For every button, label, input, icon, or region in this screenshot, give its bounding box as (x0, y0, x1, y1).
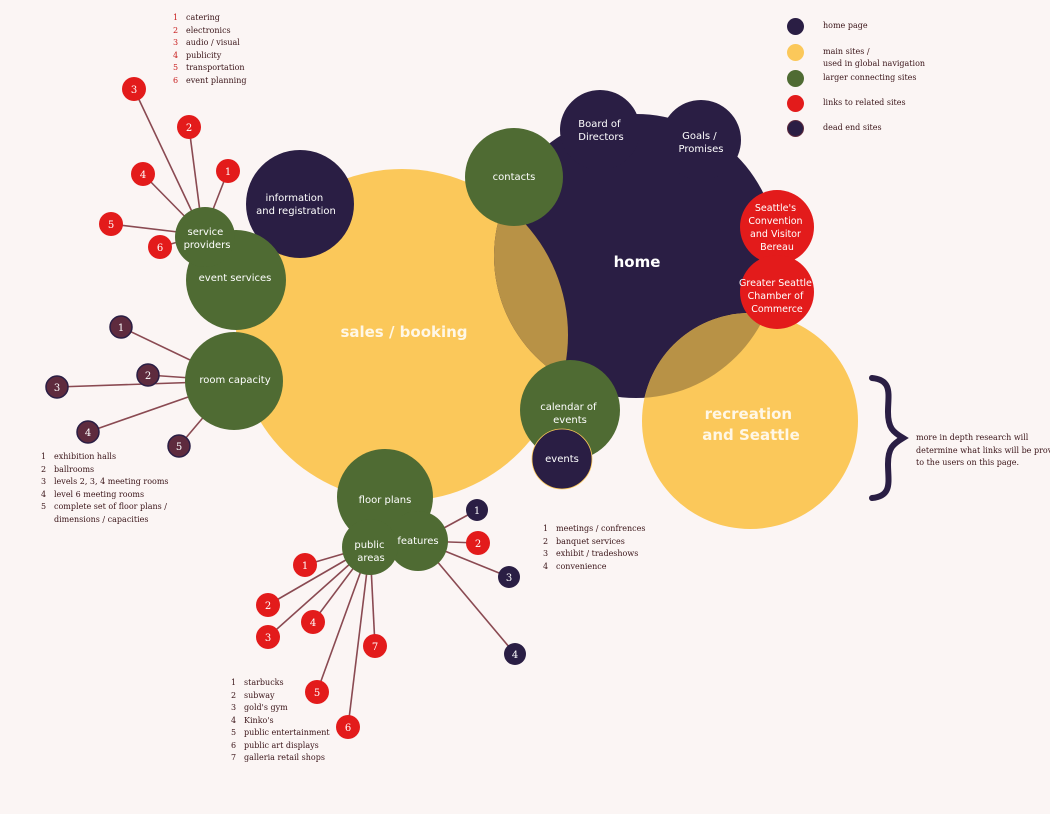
svg-text:4: 4 (85, 428, 91, 439)
public-area-node-2[interactable]: 2 (256, 593, 280, 617)
public-area-node-5[interactable]: 5 (305, 680, 329, 704)
svg-text:5: 5 (108, 220, 114, 231)
public-areas-circle[interactable] (342, 519, 398, 575)
service-provider-node-4[interactable]: 4 (131, 162, 155, 186)
svg-text:2: 2 (186, 123, 192, 134)
events-circle[interactable] (531, 428, 593, 490)
legend-item-home: home page (787, 18, 868, 35)
room-capacity-node-4[interactable]: 4 (76, 420, 100, 444)
svg-text:4: 4 (512, 650, 518, 661)
board-circle[interactable] (560, 90, 640, 170)
public-area-node-4[interactable]: 4 (301, 610, 325, 634)
contacts-circle[interactable] (465, 128, 563, 226)
public-areas-label: public areas (354, 540, 387, 564)
svg-text:1: 1 (302, 561, 308, 572)
home-recreation-overlap (642, 313, 778, 398)
public-area-node-3[interactable]: 3 (256, 625, 280, 649)
feature-node-1[interactable]: 1 (466, 499, 488, 521)
info-registration-circle[interactable] (246, 150, 354, 258)
home-label: home (614, 253, 661, 271)
legend-dot-icon (787, 70, 804, 87)
recreation-label: recreation and Seattle (702, 405, 800, 444)
svg-text:4: 4 (310, 618, 316, 629)
svg-text:2: 2 (145, 371, 151, 382)
feature-node-4[interactable]: 4 (504, 643, 526, 665)
svg-text:3: 3 (506, 573, 512, 584)
goals-label: Goals / Promises (679, 131, 724, 155)
floor-plans-label: floor plans (359, 495, 412, 506)
svg-text:7: 7 (372, 642, 378, 653)
curly-brace (869, 375, 909, 501)
room-capacity-node-3[interactable]: 3 (45, 375, 69, 399)
contacts-label: contacts (493, 172, 536, 183)
seattle-cvb-circle[interactable] (740, 190, 814, 264)
events-label: events (545, 454, 579, 465)
room-capacity-node-2[interactable]: 2 (136, 363, 160, 387)
info-registration-label: information and registration (256, 193, 336, 217)
svg-text:5: 5 (314, 688, 320, 699)
calendar-label: calendar of events (540, 402, 600, 426)
legend-dot-icon (787, 18, 804, 35)
svg-text:4: 4 (140, 170, 146, 181)
svg-text:6: 6 (345, 723, 351, 734)
research-note: more in depth research will determine wh… (916, 433, 1050, 467)
svg-text:2: 2 (265, 601, 271, 612)
svg-text:5: 5 (176, 442, 182, 453)
legend-item-connecting: larger connecting sites (787, 70, 917, 87)
feature-node-2[interactable]: 2 (466, 531, 490, 555)
svg-text:3: 3 (131, 85, 137, 96)
features-circle[interactable] (388, 511, 448, 571)
legend-item-dead-end: dead end sites (787, 120, 882, 137)
service-provider-node-1[interactable]: 1 (216, 159, 240, 183)
event-services-label: event services (199, 273, 272, 284)
service-provider-node-5[interactable]: 5 (99, 212, 123, 236)
public-area-node-7[interactable]: 7 (363, 634, 387, 658)
svg-text:1: 1 (118, 323, 124, 334)
svg-text:3: 3 (265, 633, 271, 644)
sales-booking-label: sales / booking (340, 323, 467, 341)
legend-dot-icon (787, 95, 804, 112)
svg-text:2: 2 (475, 539, 481, 550)
chamber-label: Greater Seattle Chamber of Commerce (739, 278, 815, 315)
public-area-node-6[interactable]: 6 (336, 715, 360, 739)
room-capacity-label: room capacity (199, 375, 270, 386)
legend-item-main-sites: main sites /used in global navigation (787, 44, 925, 70)
svg-text:3: 3 (54, 383, 60, 394)
service-provider-node-6[interactable]: 6 (148, 235, 172, 259)
room-capacity-node-1[interactable]: 1 (109, 315, 133, 339)
service-providers-label: service providers (184, 227, 231, 251)
public-area-node-1[interactable]: 1 (293, 553, 317, 577)
features-label: features (397, 536, 438, 547)
goals-circle[interactable] (661, 100, 741, 180)
svg-text:1: 1 (474, 506, 480, 517)
svg-text:6: 6 (157, 243, 163, 254)
service-providers-circle[interactable] (175, 207, 235, 267)
legend-dot-icon (787, 44, 804, 61)
legend-item-related-links: links to related sites (787, 95, 906, 112)
room-capacity-node-5[interactable]: 5 (167, 434, 191, 458)
chamber-circle[interactable] (740, 255, 814, 329)
room-capacity-circle[interactable] (185, 332, 283, 430)
svg-text:1: 1 (225, 167, 231, 178)
seattle-cvb-label: Seattle's Convention and Visitor Bereau (748, 203, 805, 253)
service-provider-node-2[interactable]: 2 (177, 115, 201, 139)
board-label: Board of Directors (578, 119, 623, 143)
legend-dot-icon (787, 120, 804, 137)
service-provider-node-3[interactable]: 3 (122, 77, 146, 101)
feature-node-3[interactable]: 3 (498, 566, 520, 588)
